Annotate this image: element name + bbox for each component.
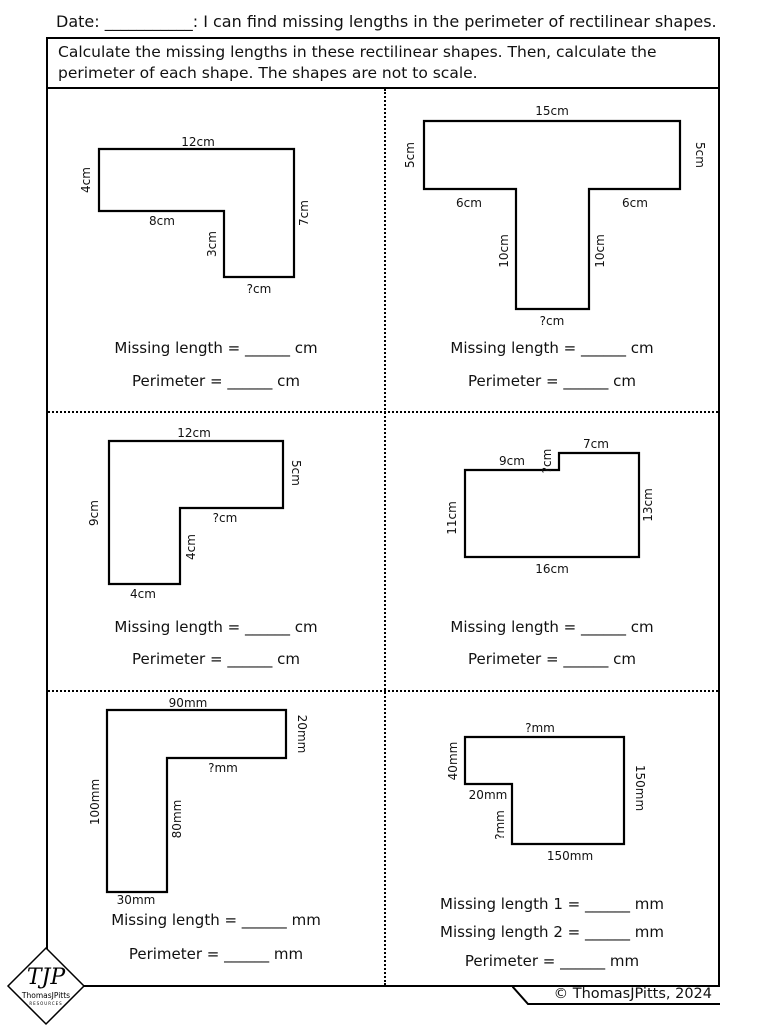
shape-5-outline	[105, 708, 288, 894]
shape-4-label: 7cm	[583, 437, 609, 451]
missing-length-prompt: Missing length = ______ cm	[114, 618, 318, 636]
vertical-divider	[384, 89, 386, 985]
shape-1-outline	[97, 147, 296, 279]
shape-3-label: 4cm	[130, 587, 156, 601]
shape-5-figure: 90mm 20mm ?mm 100mm 80mm 30mm	[88, 696, 309, 907]
shape-6-figure: ?mm 40mm 20mm ?mm 150mm 150mm	[446, 721, 647, 863]
logo-subtitle: RESOURCES	[29, 1001, 62, 1006]
logo-name: ThomasJPitts	[21, 991, 70, 1000]
shape-1-label: 8cm	[149, 214, 175, 228]
shape-2-figure: 15cm 5cm 5cm 6cm 6cm 10cm 10cm ?cm	[403, 104, 707, 328]
shape-panel-1: 12cm 4cm 8cm 3cm 7cm ?cm Missing length …	[48, 39, 384, 411]
shape-4-label: ?cm	[540, 449, 554, 474]
shape-6-label: 40mm	[446, 742, 460, 781]
shape-panel-6: ?mm 40mm 20mm ?mm 150mm 150mm Missing le…	[386, 692, 718, 985]
copyright-tab-shape	[512, 986, 720, 1005]
shape-2-label: 5cm	[693, 142, 707, 168]
shape-6-label: 150mm	[633, 765, 647, 811]
missing-length-prompt: Missing length = ______ cm	[114, 339, 318, 357]
shape-3-outline	[107, 439, 285, 586]
shape-3-label: 12cm	[177, 426, 211, 440]
copyright-tab: © ThomasJPitts, 2024	[512, 986, 720, 1006]
shape-3-label: 5cm	[289, 460, 303, 486]
shape-4-label: 16cm	[535, 562, 569, 576]
perimeter-prompt: Perimeter = ______ cm	[468, 650, 636, 668]
shape-1-figure: 12cm 4cm 8cm 3cm 7cm ?cm	[79, 135, 311, 296]
shape-panel-2: 15cm 5cm 5cm 6cm 6cm 10cm 10cm ?cm Missi…	[386, 39, 718, 411]
perimeter-prompt: Perimeter = ______ mm	[464, 952, 640, 970]
missing-length-1-prompt: Missing length 1 = ______ mm	[440, 895, 664, 913]
shape-5-label: ?mm	[208, 761, 238, 775]
shape-1-label: ?cm	[247, 282, 272, 296]
shape-5-label: 100mm	[88, 779, 102, 825]
copyright-text: © ThomasJPitts, 2024	[553, 986, 712, 1002]
shape-6-outline	[463, 735, 626, 846]
perimeter-prompt: Perimeter = ______ cm	[468, 372, 636, 390]
shape-panel-3: 12cm 5cm 9cm ?cm 4cm 4cm Missing length …	[48, 413, 384, 690]
worksheet-header: Date: ___________: I can find missing le…	[56, 12, 717, 31]
instructions: Calculate the missing lengths in these r…	[48, 39, 718, 89]
shape-1-label: 3cm	[205, 231, 219, 257]
missing-length-prompt: Missing length = ______ cm	[450, 339, 654, 357]
shape-4-label: 9cm	[499, 454, 525, 468]
shape-2-label: 15cm	[535, 104, 569, 118]
missing-length-prompt: Missing length = ______ cm	[450, 618, 654, 636]
shape-2-outline	[422, 119, 682, 311]
shape-5-label: 90mm	[169, 696, 208, 710]
shape-6-label: ?mm	[525, 721, 555, 735]
shape-3-figure: 12cm 5cm 9cm ?cm 4cm 4cm	[87, 426, 303, 601]
shape-2-label: ?cm	[540, 314, 565, 328]
shape-2-label: 6cm	[622, 196, 648, 210]
shape-3-label: 4cm	[184, 534, 198, 560]
shape-4-figure: 7cm 9cm ?cm 11cm 13cm 16cm	[445, 437, 655, 576]
shape-4-label: 11cm	[445, 501, 459, 535]
missing-length-2-prompt: Missing length 2 = ______ mm	[440, 923, 664, 941]
shape-1-label: 12cm	[181, 135, 215, 149]
shape-panel-4: 7cm 9cm ?cm 11cm 13cm 16cm Missing lengt…	[386, 413, 718, 690]
publisher-logo: TJP ThomasJPitts RESOURCES	[6, 946, 86, 1026]
shape-3-label: 9cm	[87, 500, 101, 526]
shape-4-label: 13cm	[641, 488, 655, 522]
shape-2-label: 6cm	[456, 196, 482, 210]
horizontal-divider-2	[48, 690, 718, 692]
horizontal-divider-1	[48, 411, 718, 413]
shape-2-label: 10cm	[593, 234, 607, 268]
perimeter-prompt: Perimeter = ______ cm	[132, 372, 300, 390]
shape-1-label: 7cm	[297, 200, 311, 226]
missing-length-prompt: Missing length = ______ mm	[111, 911, 321, 929]
logo-initials: TJP	[27, 965, 66, 990]
shape-6-label: ?mm	[493, 810, 507, 840]
shape-2-label: 10cm	[497, 234, 511, 268]
worksheet-frame: Calculate the missing lengths in these r…	[46, 37, 720, 987]
shape-1-label: 4cm	[79, 167, 93, 193]
shape-4-outline	[463, 451, 641, 559]
perimeter-prompt: Perimeter = ______ cm	[132, 650, 300, 668]
shape-3-label: ?cm	[213, 511, 238, 525]
perimeter-prompt: Perimeter = ______ mm	[128, 945, 304, 963]
shape-5-label: 30mm	[117, 893, 156, 907]
shape-5-label: 20mm	[295, 715, 309, 754]
logo-diamond-mark: TJP ThomasJPitts RESOURCES	[6, 946, 86, 1026]
shape-panel-5: 90mm 20mm ?mm 100mm 80mm 30mm Missing le…	[48, 692, 384, 985]
shape-2-label: 5cm	[403, 142, 417, 168]
shape-6-label: 150mm	[547, 849, 593, 863]
shape-5-label: 80mm	[170, 800, 184, 839]
shape-6-label: 20mm	[469, 788, 508, 802]
